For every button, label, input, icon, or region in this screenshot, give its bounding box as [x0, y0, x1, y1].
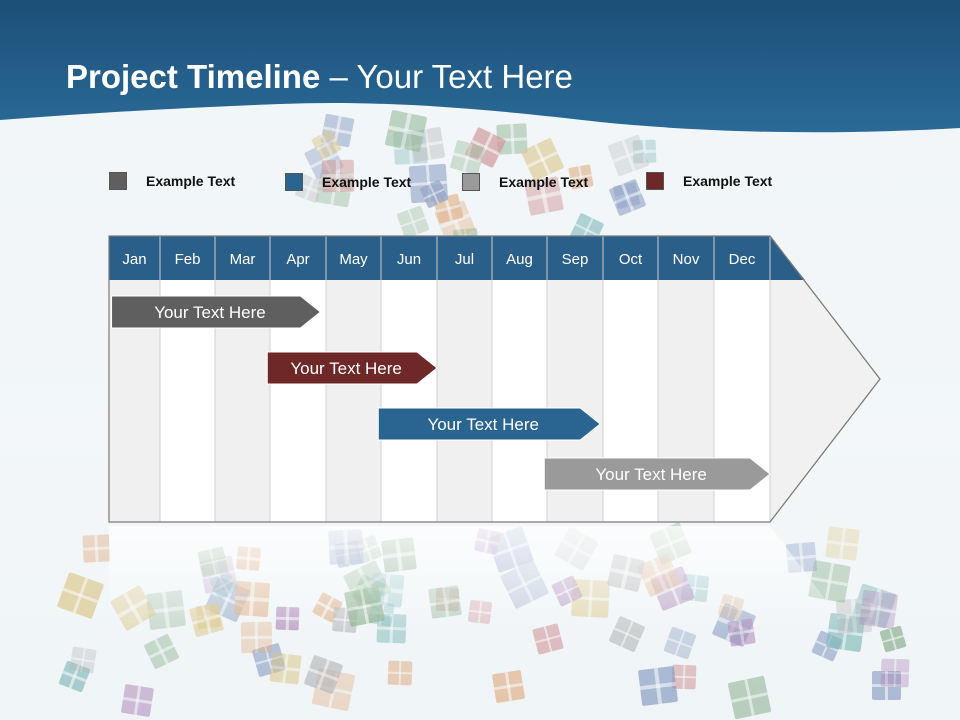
legend-item-1: Example Text [109, 171, 235, 191]
task-bar-4 [543, 457, 771, 491]
month-label-feb: Feb [175, 251, 201, 268]
page-title: Project Timeline – Your Text Here [66, 58, 573, 96]
legend-label-4: Example Text [683, 173, 773, 189]
legend-swatch-1 [109, 172, 127, 190]
month-column [437, 280, 492, 522]
legend-label-3: Example Text [499, 174, 589, 190]
task-label-4: Your Text Here [595, 465, 707, 484]
month-column [492, 280, 547, 522]
legend-swatch-4 [646, 172, 664, 190]
month-label-jan: Jan [122, 251, 146, 268]
header-wave [0, 0, 960, 133]
month-label-may: May [339, 251, 368, 268]
legend-swatch-2 [285, 173, 303, 191]
title-bold: Project Timeline [66, 58, 321, 95]
month-label-aug: Aug [506, 251, 533, 268]
legend-item-3: Example Text [462, 172, 588, 192]
month-label-jun: Jun [397, 251, 421, 268]
header-band [0, 0, 960, 133]
task-bar-3 [377, 407, 602, 441]
legend-item-2: Example Text [285, 172, 411, 192]
month-header-bar [109, 236, 805, 280]
task-label-2: Your Text Here [290, 359, 402, 378]
month-label-oct: Oct [619, 251, 643, 268]
legend-label-2: Example Text [322, 174, 412, 190]
timeline-reflection [109, 526, 850, 632]
title-rest: – Your Text Here [320, 58, 573, 95]
task-bar-2 [266, 351, 438, 385]
task-label-3: Your Text Here [427, 415, 539, 434]
month-label-mar: Mar [230, 251, 256, 268]
month-label-dec: Dec [729, 251, 756, 268]
task-label-1: Your Text Here [154, 303, 266, 322]
month-label-apr: Apr [286, 251, 309, 268]
month-label-nov: Nov [673, 251, 700, 268]
month-label-jul: Jul [455, 251, 474, 268]
legend-label-1: Example Text [146, 173, 236, 189]
month-label-sep: Sep [562, 251, 589, 268]
legend-swatch-3 [462, 173, 480, 191]
task-bar-1 [111, 295, 322, 329]
timeline-outline [108, 235, 881, 523]
month-column [326, 280, 381, 522]
legend-item-4: Example Text [646, 171, 772, 191]
month-column [381, 280, 437, 522]
